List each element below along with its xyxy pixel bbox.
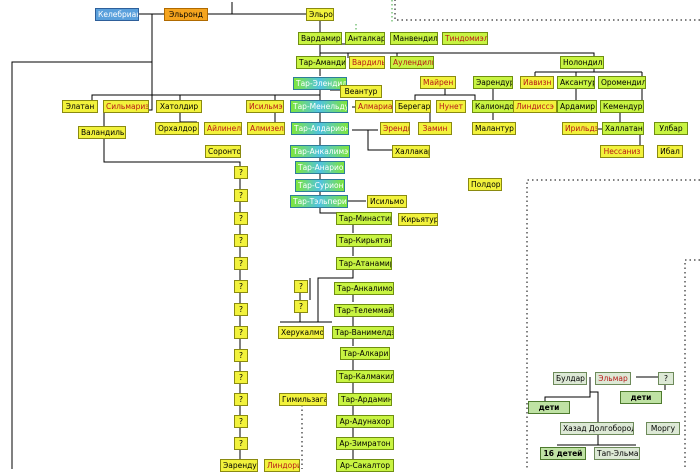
person-soronto[interactable]: Соронто <box>205 145 241 158</box>
person-tar-telperien[interactable]: Тар-Тэльпериэн <box>290 195 348 208</box>
person-zamin[interactable]: Замин <box>418 122 452 135</box>
person-erendis[interactable]: Эрендис <box>380 122 410 135</box>
unknown-person[interactable]: ? <box>294 300 308 313</box>
person-tar-anarion[interactable]: Тар-Анарион <box>295 161 345 174</box>
person-antalkar[interactable]: Анталкар <box>345 32 385 45</box>
person-mairen[interactable]: Майрен <box>420 76 456 89</box>
person-kherukalmo[interactable]: Херукалмо <box>278 326 324 339</box>
person-beregar[interactable]: Берегар <box>395 100 431 113</box>
unknown-person[interactable]: ? <box>234 371 248 384</box>
person-tar-ankalimon[interactable]: Тар-Анкалимон <box>334 282 394 295</box>
person-tar-kiryatan[interactable]: Тар-Кирьятан <box>336 234 392 247</box>
person-ar-sakalthor[interactable]: Ар-Сакалтор <box>336 459 394 472</box>
unknown-person[interactable]: ? <box>658 372 674 385</box>
person-ulbar[interactable]: Улбар <box>654 122 688 135</box>
unknown-person[interactable]: ? <box>294 280 308 293</box>
person-tar-aldarion[interactable]: Тар-Алдарион <box>291 122 349 135</box>
person-kelebrian[interactable]: Келебриан <box>95 8 139 21</box>
person-oromendil[interactable]: Оромендиль <box>598 76 646 89</box>
person-lindoriya[interactable]: Линдория <box>264 459 300 472</box>
person-tar-telemmaite[interactable]: Тар-Телеммайтэ <box>334 304 394 317</box>
person-tar-ankalime[interactable]: Тар-Анкалимэ <box>290 145 350 158</box>
person-tar-elendil[interactable]: Тар-Элендиль <box>293 77 347 90</box>
person-nunet[interactable]: Нунет <box>436 100 466 113</box>
person-nolondil[interactable]: Нолондиль <box>560 56 604 69</box>
person-tar-amandil[interactable]: Тар-Амандиль <box>296 56 346 69</box>
unknown-person[interactable]: ? <box>234 234 248 247</box>
person-isilme[interactable]: Исильмэ <box>246 100 284 113</box>
person-earendur-top[interactable]: Эарендур <box>473 76 513 89</box>
children-group-sixteen[interactable]: 16 детей <box>540 447 586 460</box>
unknown-person[interactable]: ? <box>234 166 248 179</box>
person-tar-minastir[interactable]: Тар-Минастир <box>336 212 392 225</box>
person-lindisse[interactable]: Линдиссэ <box>513 100 557 113</box>
person-khallakar[interactable]: Халлакар <box>392 145 430 158</box>
person-kaliondo[interactable]: Калиондо <box>472 100 514 113</box>
person-khallatan[interactable]: Халлатан <box>602 122 644 135</box>
person-tar-meneldur[interactable]: Тар-Менельдур <box>290 100 348 113</box>
dotted-borders <box>301 0 700 469</box>
person-manvendil[interactable]: Манвендиль <box>390 32 438 45</box>
person-ibal[interactable]: Ибал <box>657 145 683 158</box>
person-aulendil[interactable]: Аулендиль <box>390 56 434 69</box>
person-valandil[interactable]: Валандиль <box>78 126 126 139</box>
person-tar-surion[interactable]: Тар-Сурион <box>295 179 345 192</box>
person-malantur[interactable]: Малантур <box>472 122 516 135</box>
person-silmarien[interactable]: Сильмариэн <box>103 100 149 113</box>
person-elros[interactable]: Эльрос <box>306 8 334 21</box>
person-elatan[interactable]: Элатан <box>62 100 98 113</box>
person-khazad-dolgoborod[interactable]: Хазад Долгобород <box>560 422 634 435</box>
unknown-person[interactable]: ? <box>234 415 248 428</box>
unknown-person[interactable]: ? <box>234 280 248 293</box>
person-isilmo[interactable]: Исильмо <box>367 195 407 208</box>
person-ivazin[interactable]: Иавизн <box>520 76 554 89</box>
person-khatoldir[interactable]: Хатолдир <box>156 100 202 113</box>
tree-lines <box>11 2 666 469</box>
person-earendur-bottom[interactable]: Эарендур <box>220 459 258 472</box>
person-elrond[interactable]: Эльронд <box>164 8 208 21</box>
person-orkhaldor[interactable]: Орхалдор <box>155 122 199 135</box>
person-ardamir[interactable]: Ардамир <box>557 100 597 113</box>
person-ar-adunakhor[interactable]: Ар-Адунахор <box>336 415 394 428</box>
person-tindomiel[interactable]: Тиндомиэль <box>442 32 488 45</box>
unknown-person[interactable]: ? <box>234 257 248 270</box>
person-aksantur[interactable]: Аксантур <box>557 76 595 89</box>
unknown-person[interactable]: ? <box>234 393 248 406</box>
children-group-2[interactable]: дети <box>620 391 662 404</box>
person-irilde[interactable]: Ирильдэ <box>562 122 598 135</box>
person-buldar[interactable]: Булдар <box>553 372 587 385</box>
person-tar-ardamin[interactable]: Тар-Ардамин <box>338 393 392 406</box>
person-kemendur[interactable]: Кемендур <box>600 100 644 113</box>
person-elmar[interactable]: Эльмар <box>595 372 631 385</box>
unknown-person[interactable]: ? <box>234 326 248 339</box>
person-morgu[interactable]: Моргу <box>646 422 680 435</box>
person-almarian[interactable]: Алмариан <box>355 100 393 113</box>
person-gimilzagar[interactable]: Гимильзагар <box>279 393 327 406</box>
person-veantur[interactable]: Веантур <box>340 85 382 98</box>
person-tar-kalmakil[interactable]: Тар-Калмакиль <box>336 370 394 383</box>
person-poldor[interactable]: Полдор <box>468 178 502 191</box>
unknown-person[interactable]: ? <box>234 437 248 450</box>
children-group-1[interactable]: дети <box>528 401 570 414</box>
person-tar-alkarin[interactable]: Тар-Алкарин <box>340 347 390 360</box>
person-tap-elmar[interactable]: Тап-Эльмар <box>594 447 640 460</box>
person-tar-vanimelde[interactable]: Тар-Ванимелдэ <box>332 326 394 339</box>
person-vardamir[interactable]: Вардамир <box>298 32 342 45</box>
person-almizel[interactable]: Алмизель <box>247 122 285 135</box>
person-ailinel[interactable]: Айлинель <box>204 122 242 135</box>
unknown-person[interactable]: ? <box>234 349 248 362</box>
unknown-person[interactable]: ? <box>234 212 248 225</box>
person-tar-atanamir[interactable]: Тар-Атанамир <box>336 257 392 270</box>
person-vardilme[interactable]: Вардильмэ <box>349 56 385 69</box>
person-ar-zimraton[interactable]: Ар-Зимратон <box>336 437 394 450</box>
person-kiryatur[interactable]: Кирьятур <box>398 213 438 226</box>
unknown-person[interactable]: ? <box>234 189 248 202</box>
unknown-person[interactable]: ? <box>234 303 248 316</box>
person-nessaniz[interactable]: Нессаниз <box>600 145 644 158</box>
